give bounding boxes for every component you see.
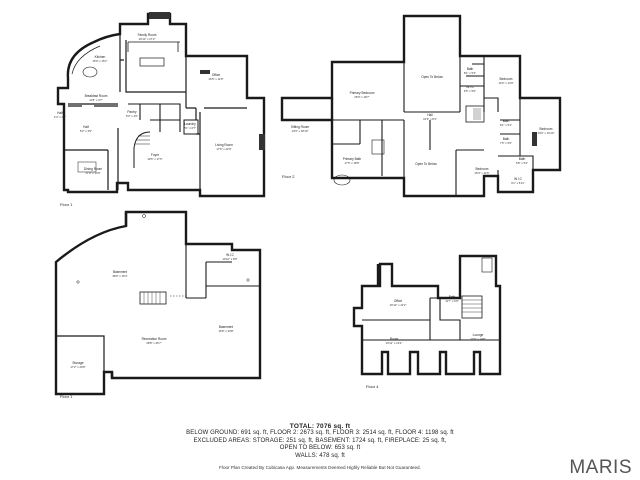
room-label-pantry: Pantry bbox=[127, 110, 137, 114]
room-dimensions: 16'10" x 27'2" bbox=[139, 37, 156, 41]
room-label-storage: Storage bbox=[72, 361, 83, 365]
room-label-recreation-room: Recreation Room bbox=[142, 337, 167, 341]
room-dimensions: 4'4" x 4'1" bbox=[54, 115, 66, 119]
room-dimensions: 11'7" x 6'6" bbox=[445, 299, 459, 303]
room-label-breakfast-room: Breakfast Room bbox=[85, 94, 108, 98]
lower-level-caption: Floor 1 bbox=[60, 394, 73, 399]
room-label-lounge: Lounge bbox=[473, 333, 484, 337]
room-dimensions: 19'5" x 17'5" bbox=[147, 157, 162, 161]
room-label-room: Room bbox=[390, 337, 399, 341]
room-label-bath: Bath bbox=[467, 67, 474, 71]
room-dimensions: 10'10" x 8'5" bbox=[222, 257, 237, 261]
room-dimensions: 38'0" x 16'4" bbox=[112, 274, 127, 278]
walls-area: WALLS: 478 sq. ft bbox=[295, 452, 345, 459]
room-dimensions: 8'1" x 5'3" bbox=[464, 71, 476, 75]
room-dimensions: 23'6" x 14'8" bbox=[470, 337, 485, 341]
room-label-open-to-below: Open To Below bbox=[415, 162, 437, 166]
room-label-w-i-c: W.I.C bbox=[514, 177, 522, 181]
room-dimensions: 15'0" x 15'1" bbox=[92, 59, 107, 63]
room-label-dining-room: Dining Room bbox=[84, 167, 103, 171]
room-dimensions: 6'1" x 5'11" bbox=[511, 181, 525, 185]
room-dimensions: 5'2" x 4'5" bbox=[80, 129, 92, 133]
room-label-bedroom: Bedroom bbox=[500, 77, 513, 81]
room-label-primary-bath: Primary Bath bbox=[343, 157, 362, 161]
lower-level-plan bbox=[54, 210, 262, 396]
room-dimensions: 6'5" x 5'6" bbox=[464, 89, 476, 93]
room-dimensions: 5'8" x 5'4" bbox=[516, 161, 528, 165]
room-dimensions: 15'8" x 33'8" bbox=[218, 329, 233, 333]
room-dimensions: 16'10" x 12'2" bbox=[390, 303, 407, 307]
room-label-half: Half bbox=[57, 111, 63, 115]
room-dimensions: 16'11" x 14'2" bbox=[386, 341, 403, 345]
room-label-basement: Basement bbox=[219, 325, 233, 329]
room-label-bath: Bath bbox=[503, 137, 510, 141]
disclaimer-note: Floor Plan Created By Cubicasa App. Meas… bbox=[219, 465, 421, 470]
room-label-bedroom: Bedroom bbox=[540, 127, 553, 131]
room-dimensions: 6'1" x 5'1" bbox=[500, 123, 512, 127]
room-label-living-room: Living Room bbox=[215, 143, 233, 147]
room-dimensions: 17'6" x 22'0" bbox=[216, 147, 231, 151]
room-dimensions: 19'6" x 16'10" bbox=[538, 131, 555, 135]
area-breakdown: BELOW GROUND: 691 sq. ft, FLOOR 2: 2673 … bbox=[186, 430, 454, 436]
floor-4-caption: Floor 4 bbox=[366, 384, 379, 389]
room-label-w-i-c: W.I.C bbox=[466, 85, 474, 89]
room-label-basement: Basement bbox=[113, 270, 127, 274]
room-dimensions: 8'1" x 6'7" bbox=[184, 126, 196, 130]
room-dimensions: 17'5" x 18'5" bbox=[344, 161, 359, 165]
excluded-areas: EXCLUDED AREAS: STORAGE: 251 sq. ft, BAS… bbox=[193, 437, 447, 444]
room-label-kitchen: Kitchen bbox=[95, 55, 106, 59]
room-dimensions: 25'9" x 18'7" bbox=[354, 95, 369, 99]
floor-2-plan bbox=[280, 14, 562, 198]
room-dimensions: 14'6" x 14'9" bbox=[498, 81, 513, 85]
room-label-open-to-below: Open To Below bbox=[421, 75, 443, 79]
brand-logo: MARIS bbox=[569, 457, 632, 478]
room-dimensions: 13'9" x 18'10" bbox=[292, 129, 309, 133]
room-dimensions: 11'8" x 9'7" bbox=[89, 98, 103, 102]
room-label-bath: Bath bbox=[503, 119, 510, 123]
room-label-sitting-room: Sitting Room bbox=[291, 125, 310, 129]
room-label-office: Office bbox=[394, 299, 402, 303]
room-label-office: Office bbox=[212, 73, 220, 77]
room-dimensions: 17'2" x 20'8" bbox=[70, 365, 85, 369]
floor-1-plan bbox=[56, 12, 266, 198]
total-area: TOTAL: 7076 sq. ft bbox=[289, 423, 351, 430]
room-label-hall: Hall bbox=[427, 113, 433, 117]
room-dimensions: 5'3" x 4'0" bbox=[126, 114, 138, 118]
room-dimensions: 28'8" x 26'7" bbox=[146, 341, 161, 345]
room-label-primary-bedroom: Primary Bedroom bbox=[350, 91, 375, 95]
room-label-w-i-c: W.I.C bbox=[226, 253, 234, 257]
floor-1-caption: Floor 1 bbox=[60, 202, 73, 207]
room-dimensions: 7'5" x 5'6" bbox=[500, 141, 512, 145]
room-label-bath: Bath bbox=[519, 157, 526, 161]
floor-4-plan bbox=[352, 254, 502, 376]
room-label-laundry: Laundry bbox=[184, 122, 196, 126]
room-dimensions: 15'3" x 11'6" bbox=[474, 171, 489, 175]
room-dimensions: 17'0" x 14'9" bbox=[85, 171, 100, 175]
room-dimensions: 16'5" x 11'8" bbox=[208, 77, 223, 81]
room-label-family-room: Family Room bbox=[138, 33, 157, 37]
room-label-foyer: Foyer bbox=[151, 153, 160, 157]
area-summary: TOTAL: 7076 sq. ft BELOW GROUND: 691 sq.… bbox=[0, 423, 640, 460]
room-label-half: Half bbox=[83, 125, 89, 129]
open-to-below: OPEN TO BELOW: 653 sq. ft bbox=[279, 445, 361, 452]
room-label-bath: Bath bbox=[449, 295, 456, 299]
room-dimensions: 16'9" x 8'4" bbox=[423, 117, 437, 121]
floor-2-caption: Floor 2 bbox=[282, 174, 295, 179]
room-label-bedroom: Bedroom bbox=[476, 167, 489, 171]
